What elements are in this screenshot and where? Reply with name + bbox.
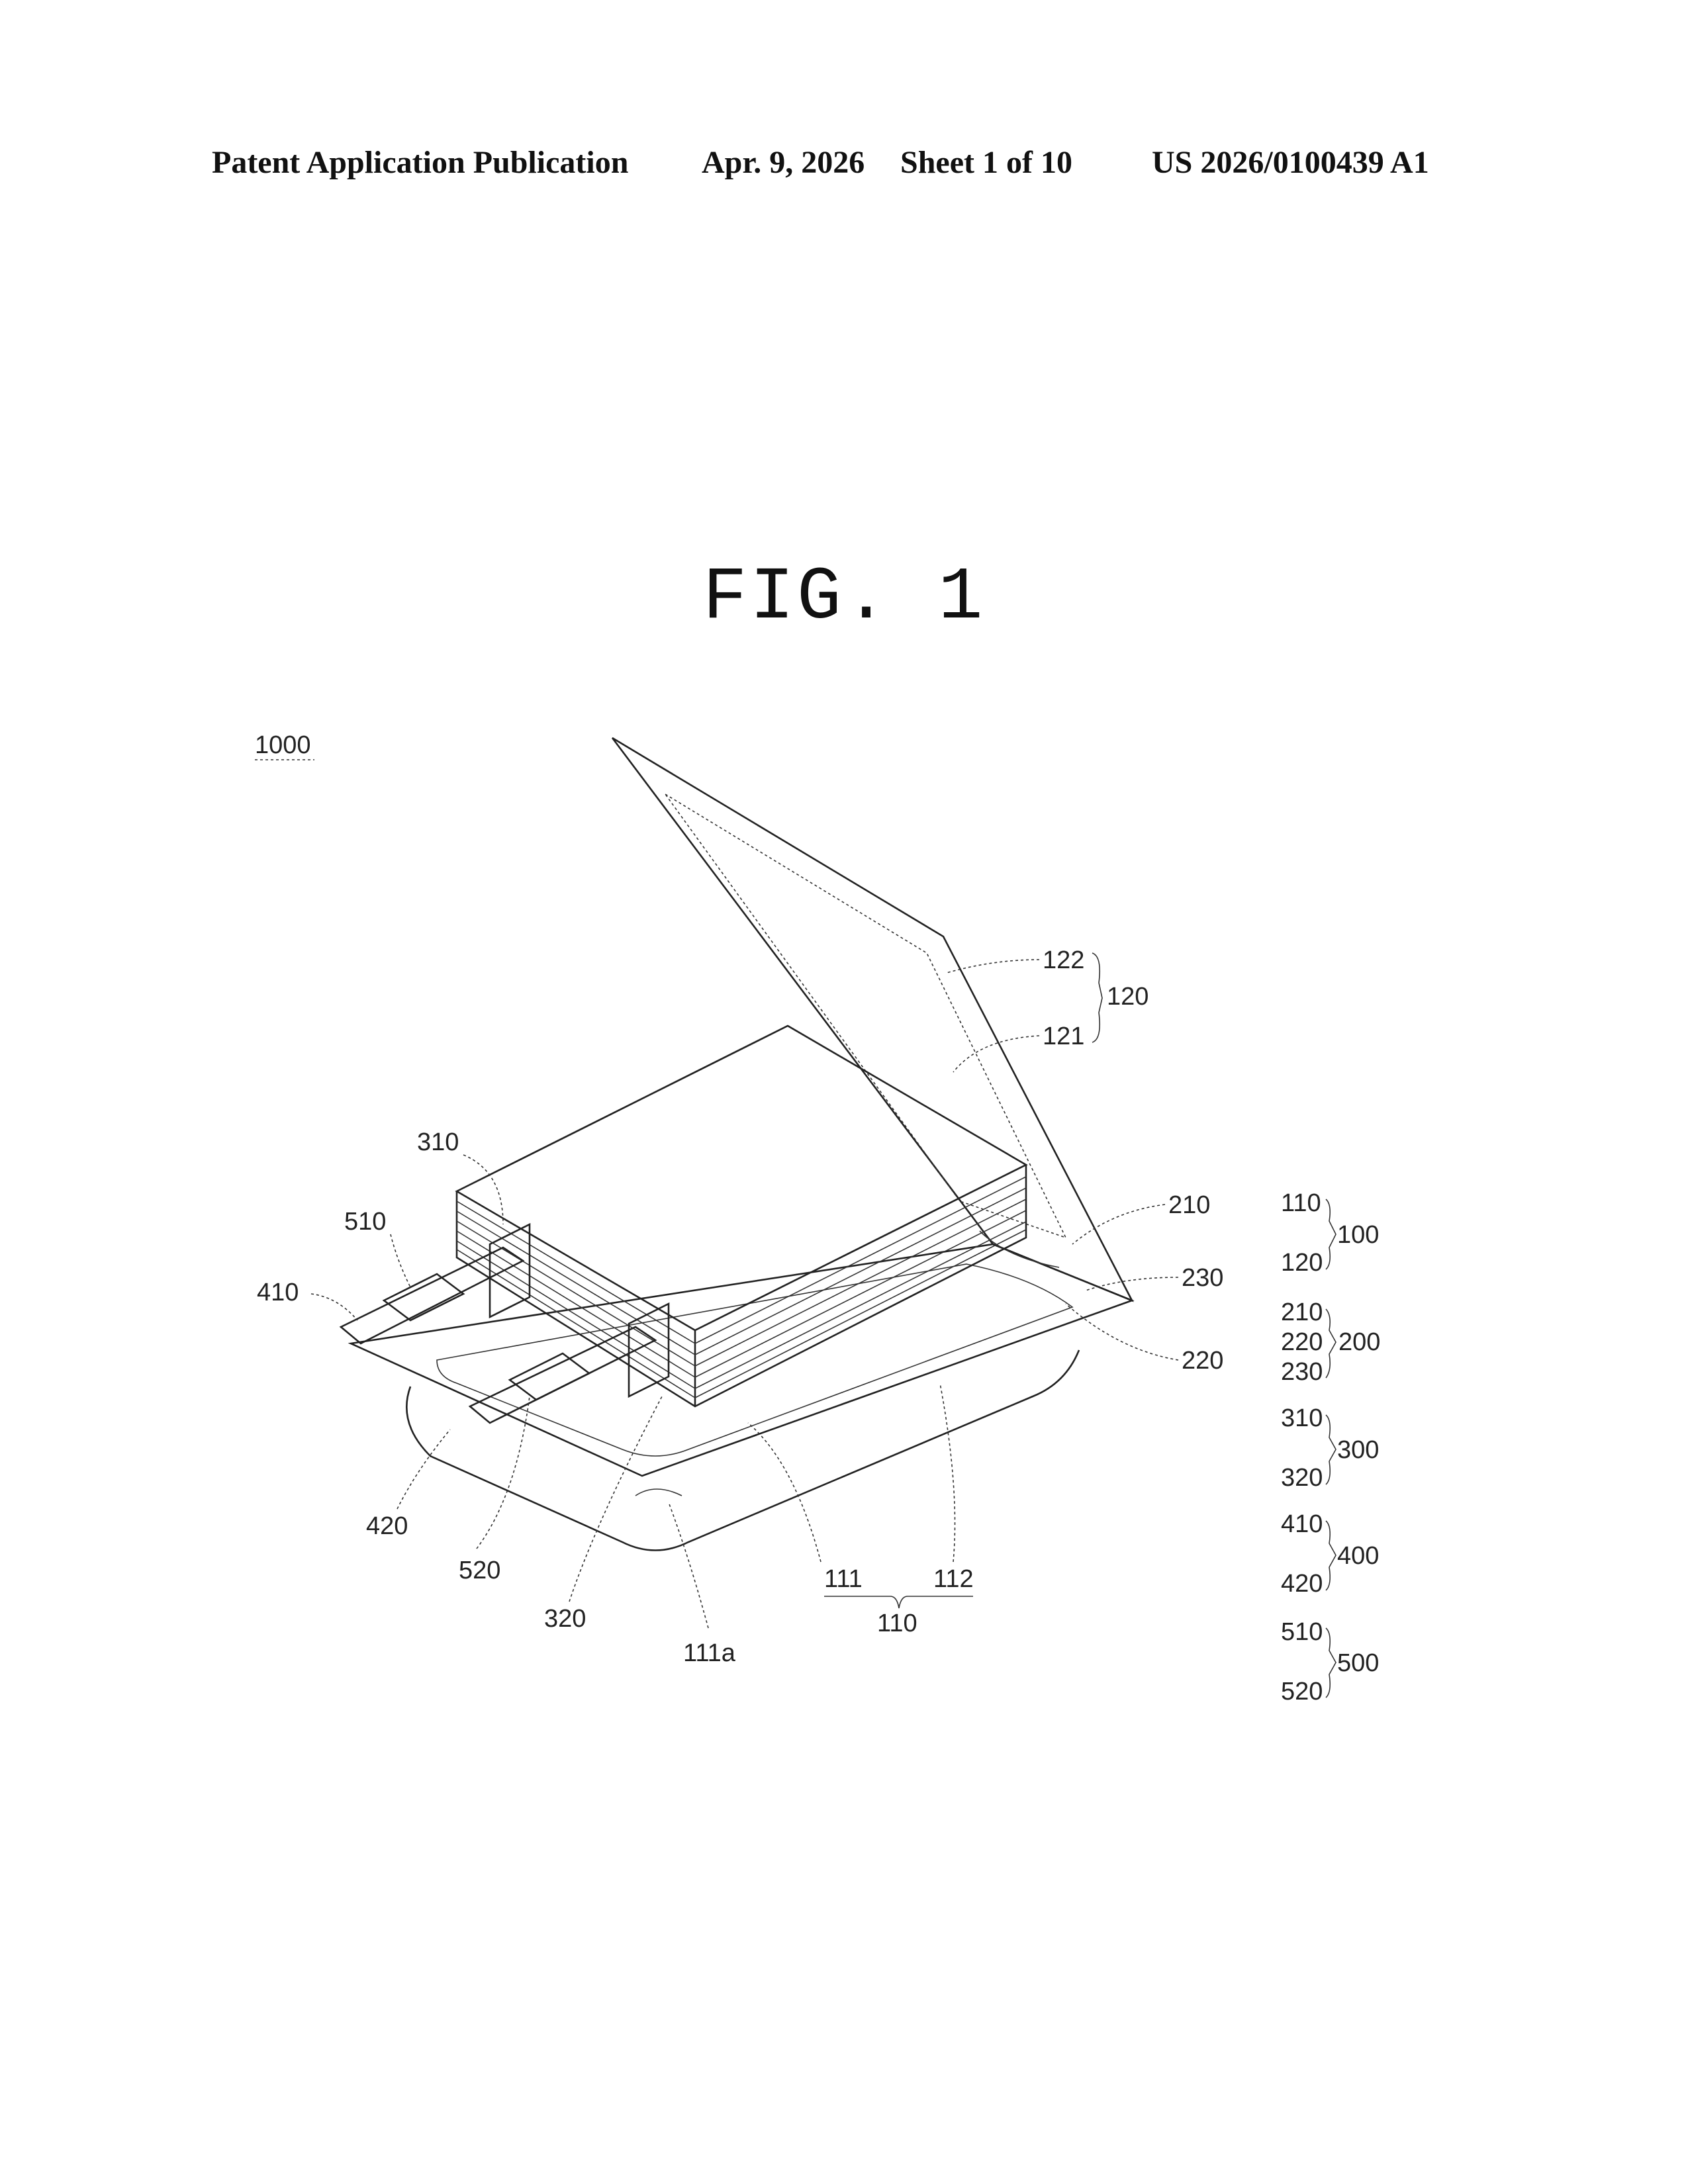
label-310: 310 <box>417 1128 459 1156</box>
legend-100-b: 120 <box>1281 1249 1323 1277</box>
legend-200-group: 200 <box>1338 1328 1380 1356</box>
legend-100-group: 100 <box>1337 1221 1379 1249</box>
label-320: 320 <box>544 1605 586 1633</box>
label-120-group: 120 <box>1107 983 1149 1011</box>
legend-200-a: 210 <box>1281 1298 1323 1326</box>
ref-1000: 1000 <box>255 731 311 759</box>
legend-500-group: 500 <box>1337 1649 1379 1677</box>
electrode-tabs-300 <box>490 1224 669 1396</box>
legend-100-brace <box>1326 1199 1336 1269</box>
legend-400-b: 420 <box>1281 1570 1323 1598</box>
leader-lines <box>311 960 1178 1628</box>
legend-500-b: 520 <box>1281 1678 1323 1706</box>
brace-120 <box>1092 953 1102 1042</box>
upper-case-120 <box>612 738 1132 1300</box>
label-122: 122 <box>1043 946 1084 974</box>
label-210: 210 <box>1168 1191 1210 1219</box>
lower-case-110 <box>351 1244 1132 1551</box>
legend-300-b: 320 <box>1281 1464 1323 1492</box>
legend-300-group: 300 <box>1337 1436 1379 1464</box>
legend-300-a: 310 <box>1281 1404 1323 1432</box>
legend-group-300: 310 320 300 <box>1281 1404 1379 1492</box>
label-420: 420 <box>366 1512 408 1540</box>
label-111: 111 <box>824 1565 863 1593</box>
label-410: 410 <box>257 1279 299 1306</box>
label-112: 112 <box>933 1565 974 1593</box>
label-520: 520 <box>459 1557 500 1584</box>
brace-110 <box>824 1596 973 1608</box>
legend-200-brace <box>1326 1309 1336 1378</box>
label-220: 220 <box>1182 1347 1223 1375</box>
reference-legend: 110 120 100 210 220 230 200 310 320 300 … <box>1281 1189 1380 1706</box>
legend-400-a: 410 <box>1281 1510 1323 1538</box>
legend-group-200: 210 220 230 200 <box>1281 1298 1380 1386</box>
legend-200-b: 220 <box>1281 1328 1323 1356</box>
legend-100-a: 110 <box>1281 1189 1321 1217</box>
label-230: 230 <box>1182 1264 1223 1292</box>
legend-300-brace <box>1326 1415 1336 1484</box>
label-110: 110 <box>877 1610 917 1637</box>
legend-500-a: 510 <box>1281 1618 1323 1646</box>
legend-group-100: 110 120 100 <box>1281 1189 1379 1277</box>
legend-400-brace <box>1326 1521 1336 1590</box>
legend-200-c: 230 <box>1281 1358 1323 1386</box>
legend-group-500: 510 520 500 <box>1281 1618 1379 1706</box>
legend-400-group: 400 <box>1337 1542 1379 1570</box>
legend-500-brace <box>1326 1628 1336 1698</box>
label-111a: 111a <box>683 1639 736 1667</box>
legend-group-400: 410 420 400 <box>1281 1510 1379 1598</box>
label-510: 510 <box>344 1208 386 1236</box>
electrode-assembly-200 <box>457 1026 1026 1406</box>
label-121: 121 <box>1043 1023 1084 1050</box>
